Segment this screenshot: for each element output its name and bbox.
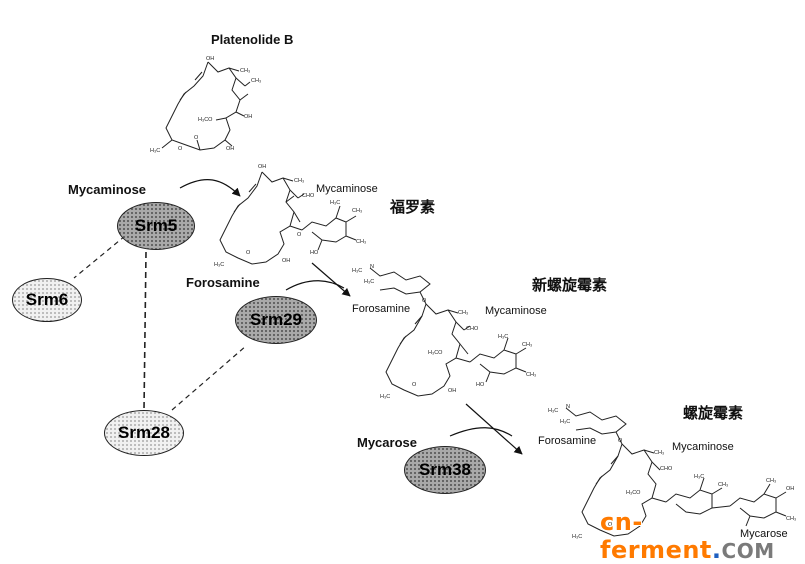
interaction-line-srm28-srm29	[171, 345, 247, 411]
watermark-dash: -	[632, 508, 643, 536]
platenolide-b-label: Platenolide B	[211, 32, 294, 47]
mycaminose-structure-label-1: Mycaminose	[316, 183, 378, 195]
svg-text:CH₃: CH₃	[766, 478, 776, 484]
svg-text:H₃C: H₃C	[352, 268, 362, 274]
svg-text:CHO: CHO	[302, 193, 315, 199]
mycarose-addition-arrow	[449, 427, 513, 437]
svg-text:H₃CO: H₃CO	[198, 117, 213, 123]
svg-text:OH: OH	[786, 486, 794, 492]
svg-text:CH₃: CH₃	[654, 450, 664, 456]
svg-text:CHO: CHO	[466, 326, 479, 332]
forocidin-structure: OH CH₃ CHO H₃C CH₃ CH₃ HO O O H₃C OH	[214, 164, 366, 268]
svg-text:CH₃: CH₃	[718, 482, 728, 488]
mycaminose-addition-arrow	[179, 179, 241, 197]
srm6-enzyme: Srm6	[12, 278, 82, 322]
svg-text:OH: OH	[258, 164, 266, 170]
srm5-enzyme: Srm5	[117, 202, 195, 250]
svg-text:OH: OH	[448, 388, 456, 394]
srm5-label: Srm5	[134, 216, 178, 235]
svg-text:O: O	[618, 438, 623, 444]
svg-text:H₃C: H₃C	[364, 279, 374, 285]
svg-text:OH: OH	[226, 146, 234, 152]
svg-text:CH₃: CH₃	[352, 208, 362, 214]
svg-text:O: O	[246, 250, 251, 256]
svg-text:H₃C: H₃C	[548, 408, 558, 414]
srm28-enzyme: Srm28	[104, 410, 184, 456]
neospiramycin-structure: H₃C H₃C N O CH₃ CHO H₃CO H₃C CH₃ CH₃ HO …	[352, 264, 536, 400]
forosamine-structure-label-2: Forosamine	[538, 435, 597, 447]
svg-text:OH: OH	[244, 114, 252, 120]
spiramycin-structure: H₃C H₃C N O CH₃ CHO H₃CO H₃C CH₃ CH₃ OH …	[548, 404, 796, 540]
reaction-arrow-1	[311, 262, 351, 297]
mycaminose-structure-label-3: Mycaminose	[672, 441, 734, 453]
mycaminose-structure-label-2: Mycaminose	[485, 305, 547, 317]
svg-text:HO: HO	[476, 382, 485, 388]
neospiramycin-label: 新螺旋霉素	[532, 276, 608, 294]
svg-text:N: N	[370, 264, 374, 270]
mycarose-substrate-label: Mycarose	[357, 435, 417, 450]
srm29-label: Srm29	[250, 310, 302, 329]
svg-text:H₃C: H₃C	[572, 534, 582, 540]
svg-text:CH₃: CH₃	[294, 178, 304, 184]
svg-text:CH₃: CH₃	[458, 310, 468, 316]
svg-text:H₃CO: H₃CO	[428, 350, 443, 356]
watermark-ferment: ferment	[600, 536, 712, 564]
cn-ferment-watermark: cn-ferment.COM	[600, 508, 805, 564]
svg-text:OH: OH	[282, 258, 290, 264]
svg-text:CH₃: CH₃	[251, 78, 261, 84]
svg-text:H₃C: H₃C	[498, 334, 508, 340]
mycaminose-substrate-label: Mycaminose	[68, 182, 147, 197]
svg-text:O: O	[194, 135, 199, 141]
svg-text:HO: HO	[310, 250, 319, 256]
platenolide-b-structure: OH CH₃ CH₃ OH H₃CO O O H₃C OH	[150, 56, 261, 154]
forosamine-addition-arrow	[285, 280, 345, 291]
watermark-dot: .	[711, 536, 722, 564]
svg-text:H₃CO: H₃CO	[626, 490, 641, 496]
svg-text:CH₃: CH₃	[356, 239, 366, 245]
svg-text:N: N	[566, 404, 570, 410]
forocidin-label: 福罗素	[390, 198, 436, 216]
svg-text:CH₃: CH₃	[522, 342, 532, 348]
svg-text:O: O	[178, 146, 183, 152]
srm29-enzyme: Srm29	[235, 296, 317, 344]
svg-text:CH₃: CH₃	[240, 68, 250, 74]
spiramycin-label: 螺旋霉素	[683, 404, 744, 422]
svg-text:O: O	[297, 232, 302, 238]
svg-text:H₃C: H₃C	[214, 262, 224, 268]
svg-text:O: O	[412, 382, 417, 388]
svg-text:O: O	[422, 298, 427, 304]
svg-text:CH₃: CH₃	[786, 516, 796, 522]
watermark-com: COM	[721, 539, 775, 563]
mycarose-structure-label: Mycarose	[740, 528, 788, 540]
srm38-label: Srm38	[419, 460, 471, 479]
forosamine-structure-label-1: Forosamine	[352, 303, 411, 315]
interaction-line-srm5-srm6	[73, 235, 126, 279]
svg-text:OH: OH	[206, 56, 214, 62]
watermark-cn: cn	[600, 508, 633, 536]
svg-text:H₃C: H₃C	[330, 200, 340, 206]
srm6-label: Srm6	[25, 290, 69, 309]
svg-text:H₃C: H₃C	[694, 474, 704, 480]
svg-text:H₃C: H₃C	[560, 419, 570, 425]
interaction-line-srm5-srm28	[143, 251, 147, 411]
svg-text:H₃C: H₃C	[380, 394, 390, 400]
srm38-enzyme: Srm38	[404, 446, 486, 494]
srm28-label: Srm28	[118, 423, 170, 442]
svg-text:H₃C: H₃C	[150, 148, 160, 154]
svg-text:CH₃: CH₃	[526, 372, 536, 378]
svg-text:CHO: CHO	[660, 466, 673, 472]
forosamine-substrate-label: Forosamine	[186, 275, 260, 290]
pathway-diagram: OH CH₃ CH₃ OH H₃CO O O H₃C OH OH CH₃ CHO…	[73, 56, 796, 540]
svg-text:O: O	[608, 522, 613, 528]
